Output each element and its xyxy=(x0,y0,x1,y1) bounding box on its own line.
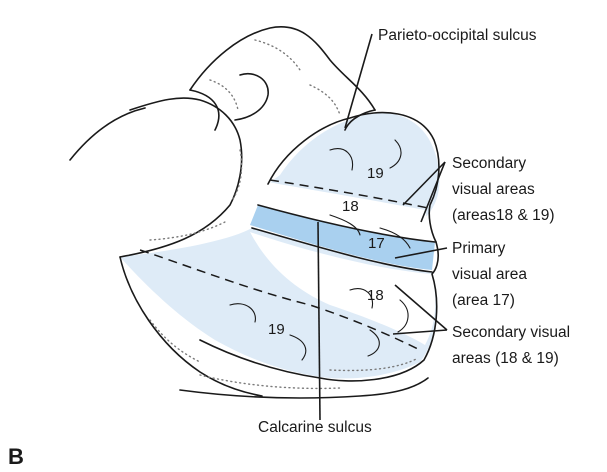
secondary-lower-label-line-1: Secondary visual xyxy=(452,324,570,341)
secondary-lower-leader-2 xyxy=(392,329,448,335)
area-number-upper-18: 18 xyxy=(342,198,359,215)
stipple-shading-medial xyxy=(149,149,243,241)
secondary-upper-label-line-3: (areas18 & 19) xyxy=(452,207,555,224)
parietal-gyri xyxy=(189,73,269,131)
area-number-upper-19: 19 xyxy=(367,165,384,182)
stipple-shading-parietal xyxy=(209,39,341,116)
occipital-lower-outline xyxy=(199,241,439,382)
area-number-primary-17: 17 xyxy=(368,235,385,252)
medial-surface-outline xyxy=(119,97,243,258)
stipple-shading-lower xyxy=(149,319,419,390)
cuneus-outline xyxy=(267,111,440,243)
primary-leader xyxy=(394,247,448,259)
parieto-occipital-leader xyxy=(344,33,373,129)
secondary-upper-label-line-2: visual areas xyxy=(452,181,535,198)
parietal-lobe-outline xyxy=(189,26,376,111)
gyrus-detail-1 xyxy=(329,139,402,171)
calcarine-sulcus-label: Calcarine sulcus xyxy=(258,419,372,436)
secondary-upper-leader-1 xyxy=(402,161,446,206)
primary-label-line-1: Primary xyxy=(452,240,506,257)
panel-letter: B xyxy=(8,444,24,469)
primary-visual-area-band xyxy=(250,205,435,270)
area-number-lower-18: 18 xyxy=(367,287,384,304)
upper-area-18-19-border xyxy=(269,179,429,209)
gyrus-detail-3 xyxy=(349,288,409,357)
secondary-upper-leader-2 xyxy=(420,161,446,223)
lower-area-18-band xyxy=(250,232,436,345)
calcarine-sulcus-upper-lip xyxy=(257,204,436,243)
area-number-lower-19: 19 xyxy=(268,321,285,338)
primary-label-line-2: visual area xyxy=(452,266,527,283)
primary-label-line-3: (area 17) xyxy=(452,292,515,309)
secondary-lower-leader-1 xyxy=(394,284,448,331)
left-cerebrum-curve xyxy=(69,107,146,161)
calcarine-leader xyxy=(317,221,321,421)
gyrus-detail-2 xyxy=(329,214,411,249)
gyrus-detail-4 xyxy=(229,303,307,361)
upper-area-18-band xyxy=(258,182,432,243)
parieto-occipital-sulcus-label: Parieto-occipital sulcus xyxy=(378,27,537,44)
lower-area-18-19-border xyxy=(139,249,421,351)
secondary-lower-label-line-2: areas (18 & 19) xyxy=(452,350,559,367)
secondary-upper-label-line-1: Secondary xyxy=(452,155,526,172)
parieto-occipital-sulcus-line xyxy=(344,109,376,131)
basal-surface-outline xyxy=(179,377,429,399)
temporal-lobe-edge xyxy=(119,256,263,397)
calcarine-sulcus-lower-lip xyxy=(251,227,433,273)
